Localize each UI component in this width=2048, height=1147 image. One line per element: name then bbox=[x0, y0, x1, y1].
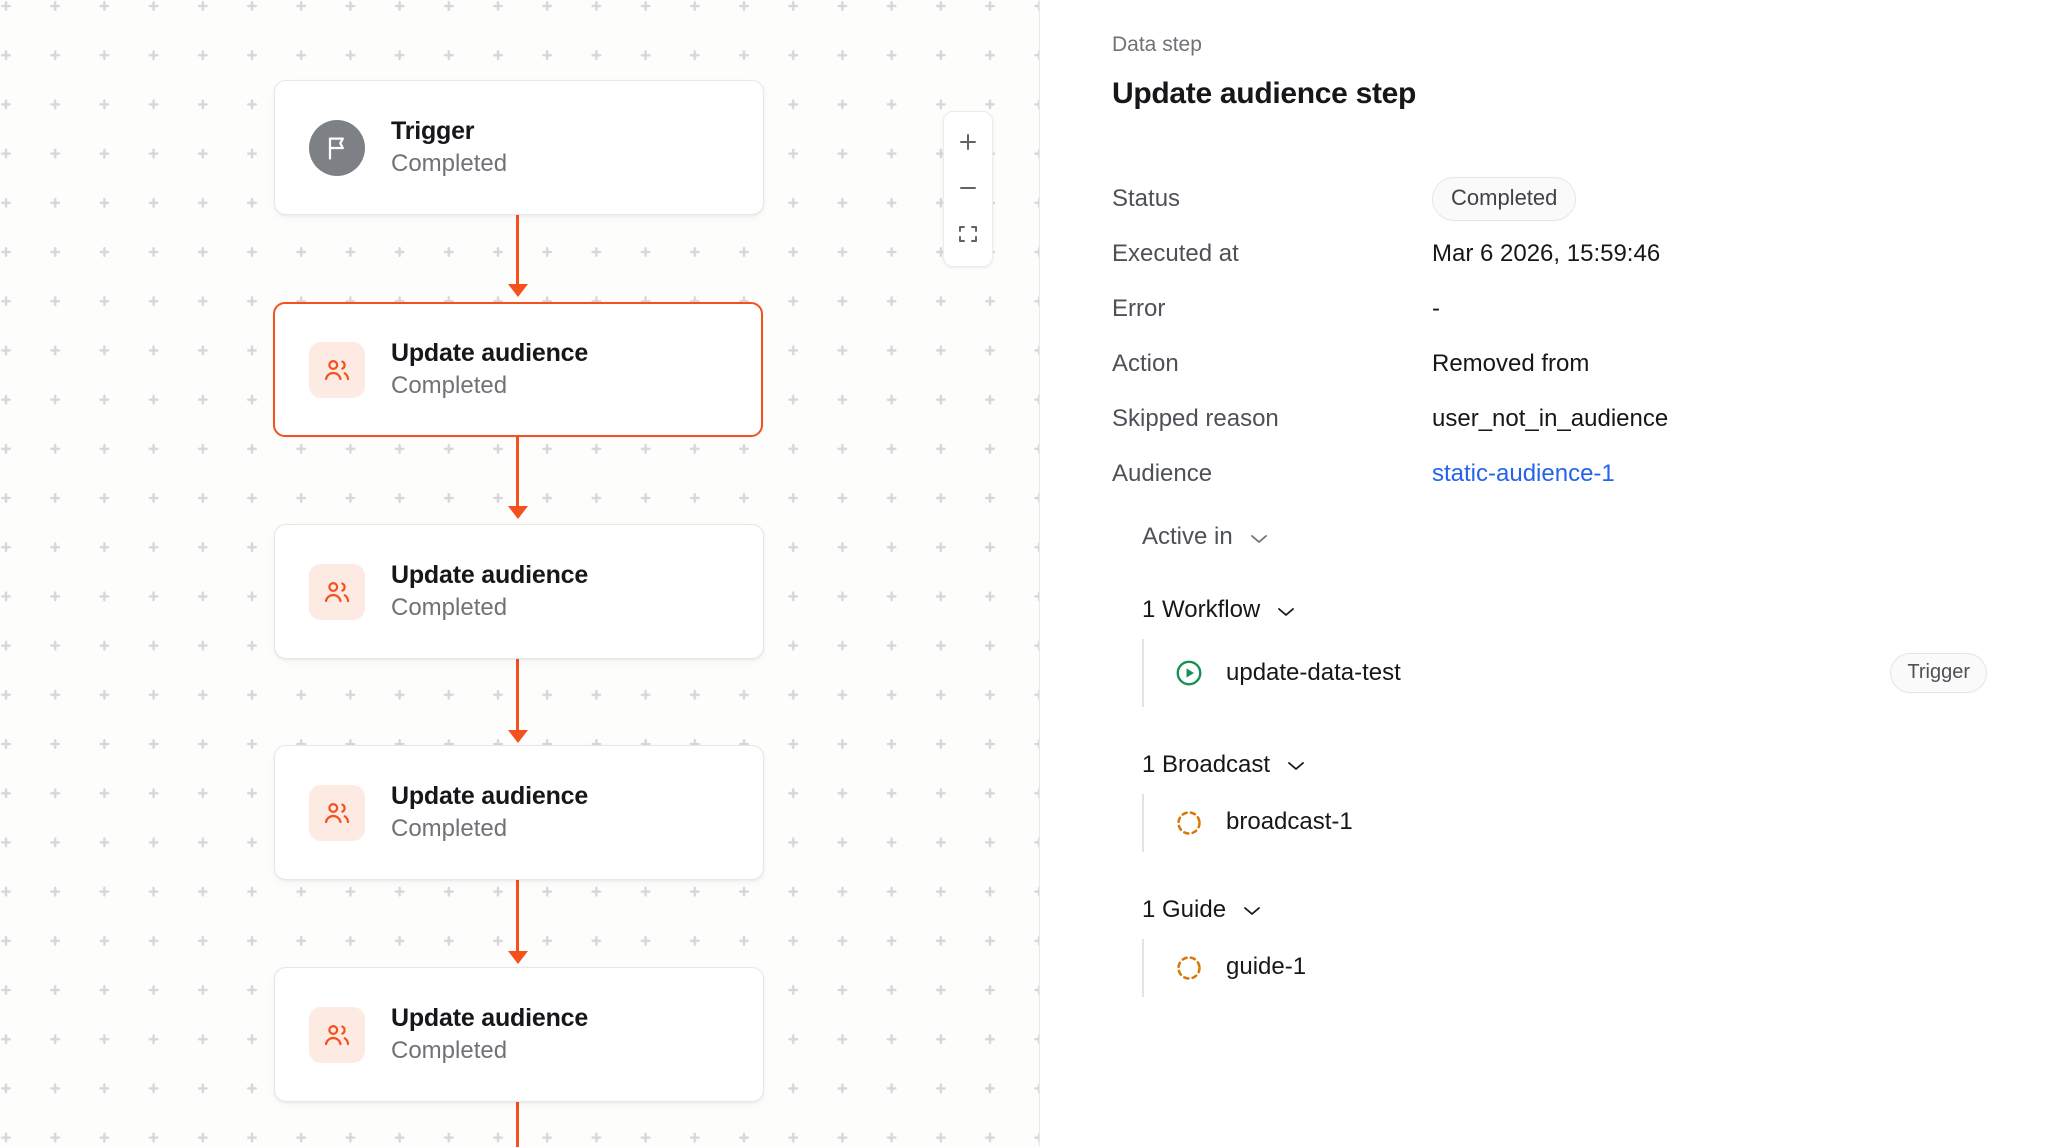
flow-node-status: Completed bbox=[391, 372, 508, 400]
entity-name: update-data-test bbox=[1226, 658, 1401, 686]
detail-row-executed-at: Executed at Mar 6 2026, 15:59:46 bbox=[1112, 226, 1987, 281]
chevron-down-icon bbox=[1244, 907, 1260, 916]
detail-label: Skipped reason bbox=[1112, 405, 1279, 433]
detail-row-audience: Audience static-audience-1 bbox=[1112, 446, 1987, 501]
flow-node-title: Update audience bbox=[391, 1003, 589, 1032]
panel-title: Update audience step bbox=[1112, 77, 1417, 111]
chevron-down-icon bbox=[1278, 607, 1295, 616]
workflow-canvas[interactable]: Trigger Completed Update audience Comp bbox=[0, 0, 1040, 1147]
active-in-toggle[interactable]: Active in bbox=[1142, 523, 1269, 552]
group-items: guide-1 bbox=[1142, 938, 1987, 997]
group-label: 1 Broadcast bbox=[1142, 750, 1271, 778]
flow-node-text: Update audience Completed bbox=[391, 781, 589, 843]
flow-node-update-audience-selected[interactable]: Update audience Completed bbox=[273, 302, 763, 437]
play-circle-icon bbox=[1176, 660, 1202, 686]
detail-row-skipped-reason: Skipped reason user_not_in_audience bbox=[1112, 391, 1987, 446]
active-in-group-workflow: 1 Workflow update-data-test Trigger bbox=[1142, 596, 1987, 707]
detail-value: - bbox=[1432, 295, 1440, 323]
group-label: 1 Guide bbox=[1142, 895, 1227, 923]
active-in-section: Active in 1 Workflow bbox=[1112, 523, 1987, 997]
audience-link[interactable]: static-audience-1 bbox=[1432, 460, 1615, 488]
flow-node-status: Completed bbox=[391, 150, 508, 178]
group-toggle-broadcast[interactable]: 1 Broadcast bbox=[1142, 751, 1306, 780]
dashed-circle-icon bbox=[1177, 811, 1201, 835]
detail-label: Executed at bbox=[1112, 240, 1239, 268]
panel-kicker: Data step bbox=[1112, 33, 1202, 56]
workflow-graph: Trigger Completed Update audience Comp bbox=[273, 80, 764, 1147]
connector-arrow-3 bbox=[507, 730, 528, 743]
detail-row-error: Error - bbox=[1112, 281, 1987, 336]
connector-arrow-1 bbox=[507, 284, 528, 297]
flow-node-title: Trigger bbox=[391, 116, 475, 145]
detail-label: Action bbox=[1112, 350, 1179, 378]
step-detail-panel: Data step Update audience step Status Co… bbox=[1040, 0, 2047, 1147]
connector-4 bbox=[516, 878, 519, 956]
flow-node-text: Update audience Completed bbox=[391, 1003, 589, 1065]
status-badge: Completed bbox=[1432, 176, 1577, 222]
detail-rows: Status Completed Executed at Mar 6 2026,… bbox=[1112, 171, 1987, 501]
group-items: update-data-test Trigger bbox=[1142, 638, 1987, 707]
group-label: 1 Workflow bbox=[1142, 596, 1261, 624]
entity-name: broadcast-1 bbox=[1226, 808, 1353, 836]
flow-node-status: Completed bbox=[391, 594, 508, 622]
users-icon bbox=[309, 784, 365, 841]
detail-label: Status bbox=[1112, 185, 1181, 213]
chevron-down-icon bbox=[1250, 534, 1267, 543]
flow-node-update-audience[interactable]: Update audience Completed bbox=[274, 967, 764, 1102]
detail-label: Audience bbox=[1112, 460, 1213, 488]
group-items: broadcast-1 bbox=[1142, 793, 1987, 852]
connector-5 bbox=[516, 1100, 519, 1147]
chevron-down-icon bbox=[1288, 762, 1304, 771]
flow-node-text: Update audience Completed bbox=[391, 560, 589, 622]
fit-screen-icon bbox=[959, 226, 977, 242]
flow-node-text: Update audience Completed bbox=[391, 338, 589, 400]
active-in-label: Active in bbox=[1142, 523, 1233, 551]
connector-arrow-4 bbox=[507, 951, 528, 964]
connector-1 bbox=[516, 211, 519, 289]
flow-node-status: Completed bbox=[391, 1037, 508, 1065]
connector-2 bbox=[516, 435, 519, 510]
flag-icon bbox=[309, 119, 365, 176]
active-in-group-guide: 1 Guide guide-1 bbox=[1142, 896, 1987, 997]
connector-arrow-2 bbox=[507, 506, 528, 519]
active-in-group-broadcast: 1 Broadcast broadcast-1 bbox=[1142, 751, 1987, 852]
flow-node-update-audience[interactable]: Update audience Completed bbox=[274, 745, 764, 880]
plus-icon bbox=[960, 134, 976, 150]
users-icon bbox=[309, 341, 365, 398]
flow-node-status: Completed bbox=[391, 815, 508, 843]
group-toggle-workflow[interactable]: 1 Workflow bbox=[1142, 596, 1296, 625]
list-item[interactable]: broadcast-1 bbox=[1142, 793, 1987, 852]
detail-label: Error bbox=[1112, 295, 1166, 323]
canvas-zoom-controls bbox=[943, 111, 993, 267]
entity-badge-trigger: Trigger bbox=[1890, 652, 1987, 693]
list-item[interactable]: update-data-test Trigger bbox=[1142, 638, 1987, 707]
users-icon bbox=[309, 1006, 365, 1063]
fit-view-button[interactable] bbox=[945, 212, 991, 256]
zoom-in-button[interactable] bbox=[945, 120, 991, 164]
flow-node-title: Update audience bbox=[391, 781, 589, 810]
connector-3 bbox=[516, 657, 519, 735]
flow-node-text: Trigger Completed bbox=[391, 116, 508, 178]
minus-icon bbox=[960, 187, 976, 189]
detail-row-action: Action Removed from bbox=[1112, 336, 1987, 391]
users-icon bbox=[309, 563, 365, 620]
detail-row-status: Status Completed bbox=[1112, 171, 1987, 226]
detail-value: Removed from bbox=[1432, 350, 1590, 378]
dashed-circle-icon bbox=[1177, 955, 1201, 980]
flow-node-trigger[interactable]: Trigger Completed bbox=[274, 80, 764, 215]
flow-node-title: Update audience bbox=[391, 338, 589, 367]
flow-node-title: Update audience bbox=[391, 560, 589, 589]
entity-name: guide-1 bbox=[1226, 953, 1307, 981]
detail-value: Mar 6 2026, 15:59:46 bbox=[1432, 240, 1661, 268]
list-item[interactable]: guide-1 bbox=[1142, 938, 1987, 997]
group-toggle-guide[interactable]: 1 Guide bbox=[1142, 896, 1262, 925]
zoom-out-button[interactable] bbox=[945, 166, 991, 210]
detail-value: user_not_in_audience bbox=[1432, 405, 1669, 433]
flow-node-update-audience[interactable]: Update audience Completed bbox=[274, 524, 764, 659]
